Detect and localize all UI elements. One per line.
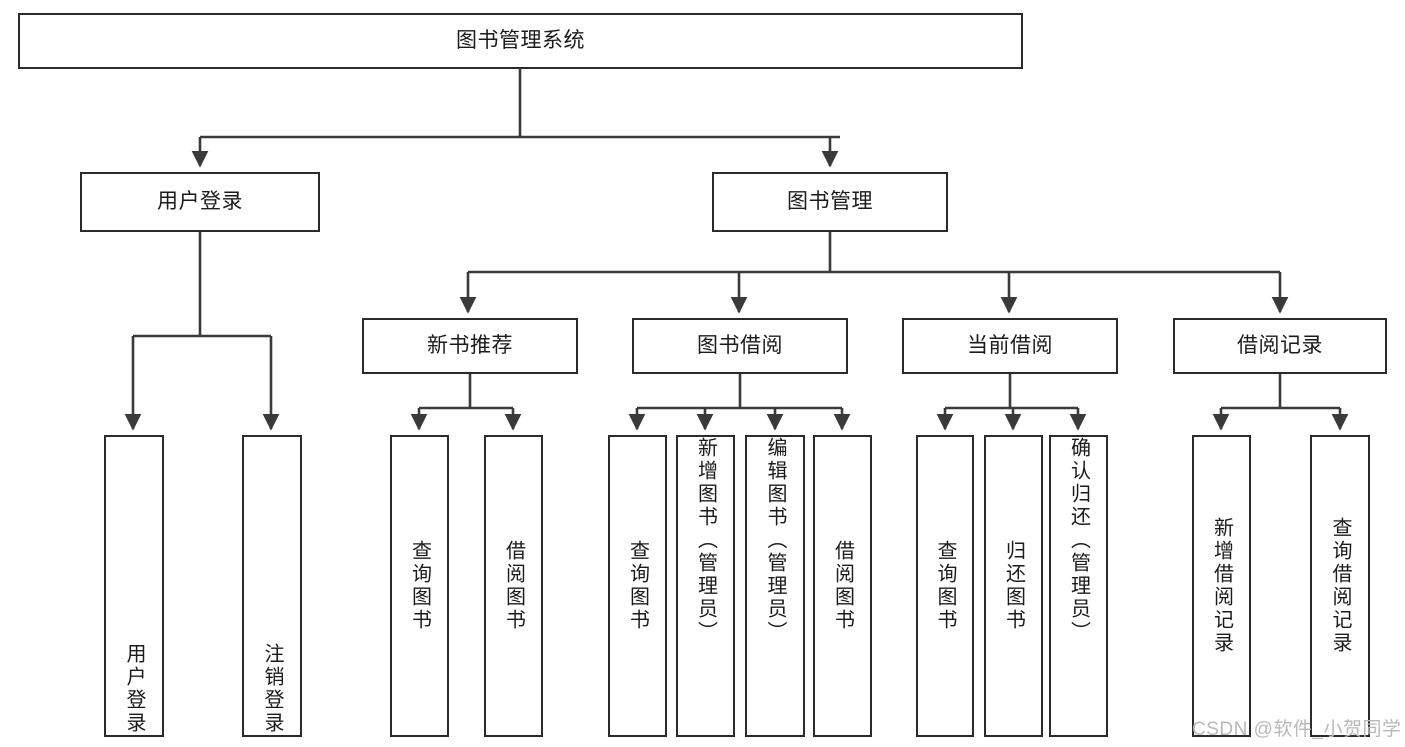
leaf-return-book[interactable]: 归还图书 bbox=[984, 435, 1043, 737]
leaf-borrow-book[interactable]: 借阅图书 bbox=[813, 435, 872, 737]
leaf-borrow-book-label: 借阅图书 bbox=[831, 540, 854, 632]
leaf-query-book-cur[interactable]: 查询图书 bbox=[916, 435, 974, 737]
node-book-manage[interactable]: 图书管理 bbox=[712, 172, 948, 232]
node-current-borrow[interactable]: 当前借阅 bbox=[902, 318, 1118, 374]
leaf-logout[interactable]: 注销登录 bbox=[242, 435, 302, 737]
node-new-book-recommend-label: 新书推荐 bbox=[427, 334, 513, 358]
leaf-confirm-return-label: 确认归还（管理员） bbox=[1067, 437, 1090, 644]
leaf-add-record[interactable]: 新增借阅记录 bbox=[1192, 435, 1251, 737]
leaf-query-record-label: 查询借阅记录 bbox=[1329, 517, 1351, 655]
node-book-borrow-label: 图书借阅 bbox=[697, 334, 783, 358]
node-borrow-record-label: 借阅记录 bbox=[1237, 334, 1323, 358]
leaf-edit-book-label: 编辑图书（管理员） bbox=[764, 437, 786, 644]
leaf-query-book-rec[interactable]: 查询图书 bbox=[390, 435, 449, 737]
leaf-borrow-book-rec[interactable]: 借阅图书 bbox=[484, 435, 543, 737]
leaf-query-book-borrow[interactable]: 查询图书 bbox=[608, 435, 667, 737]
node-current-borrow-label: 当前借阅 bbox=[967, 334, 1053, 358]
node-book-manage-label: 图书管理 bbox=[787, 190, 873, 214]
leaf-query-book-borrow-label: 查询图书 bbox=[626, 540, 649, 632]
leaf-return-book-label: 归还图书 bbox=[1002, 540, 1025, 632]
leaf-add-book[interactable]: 新增图书（管理员） bbox=[676, 435, 735, 737]
leaf-query-record[interactable]: 查询借阅记录 bbox=[1310, 435, 1370, 737]
leaf-borrow-book-rec-label: 借阅图书 bbox=[502, 540, 525, 632]
node-new-book-recommend[interactable]: 新书推荐 bbox=[362, 318, 578, 374]
leaf-edit-book[interactable]: 编辑图书（管理员） bbox=[745, 435, 805, 737]
leaf-add-record-label: 新增借阅记录 bbox=[1210, 517, 1233, 655]
leaf-logout-label: 注销登录 bbox=[261, 643, 283, 735]
leaf-add-book-label: 新增图书（管理员） bbox=[694, 437, 717, 644]
leaf-query-book-cur-label: 查询图书 bbox=[934, 540, 956, 632]
leaf-confirm-return[interactable]: 确认归还（管理员） bbox=[1049, 435, 1108, 737]
node-book-borrow[interactable]: 图书借阅 bbox=[632, 318, 848, 374]
node-user-login[interactable]: 用户登录 bbox=[80, 172, 320, 232]
leaf-user-login[interactable]: 用户登录 bbox=[104, 435, 164, 737]
node-root-label: 图书管理系统 bbox=[456, 29, 585, 53]
node-borrow-record[interactable]: 借阅记录 bbox=[1173, 318, 1387, 374]
node-root[interactable]: 图书管理系统 bbox=[18, 13, 1023, 69]
node-user-login-label: 用户登录 bbox=[157, 190, 243, 214]
leaf-query-book-rec-label: 查询图书 bbox=[408, 540, 431, 632]
leaf-user-login-label: 用户登录 bbox=[123, 643, 145, 735]
